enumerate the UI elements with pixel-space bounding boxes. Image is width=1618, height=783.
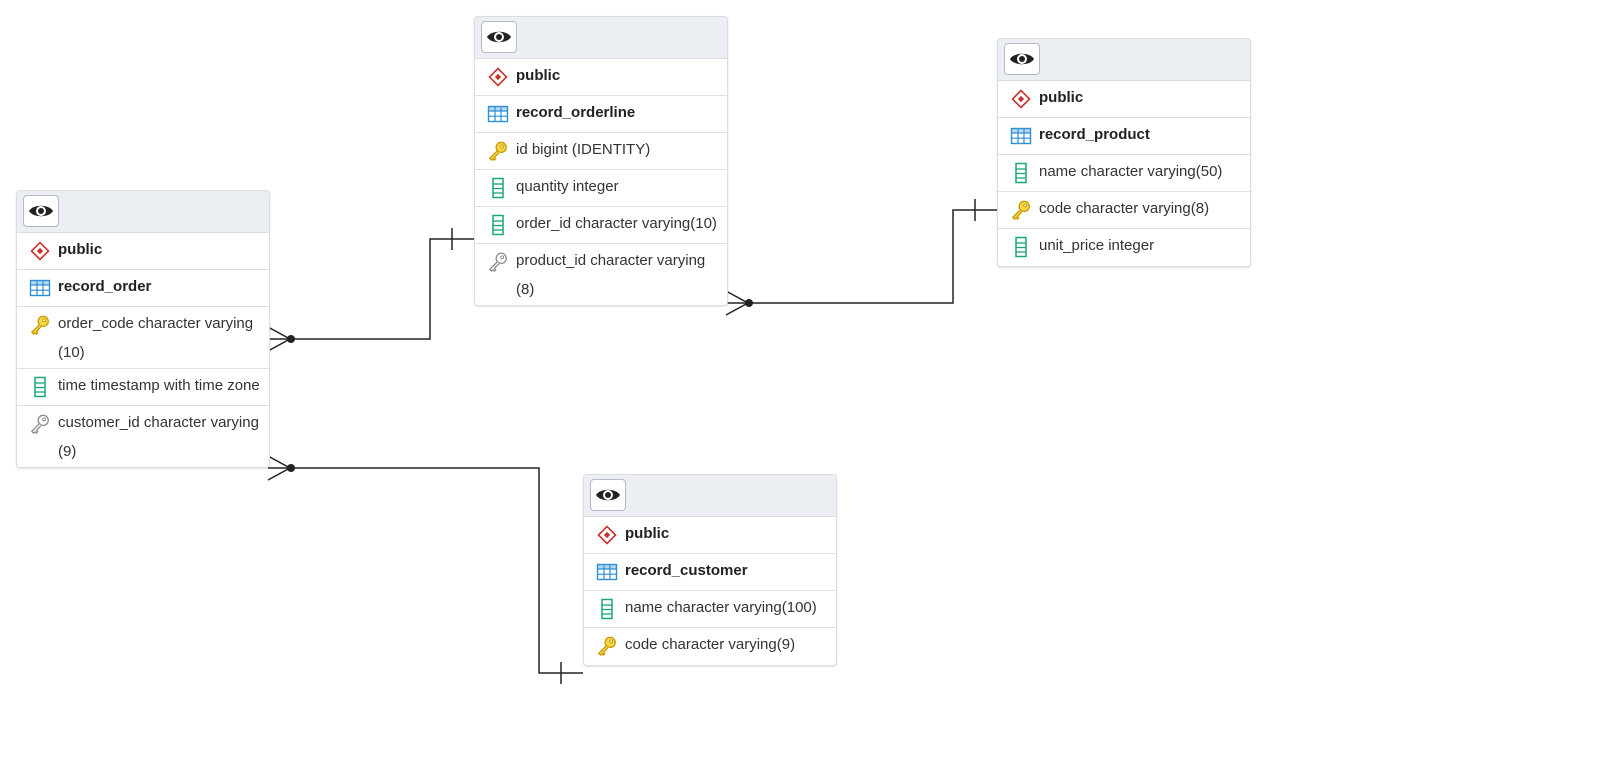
schema-row: public bbox=[998, 81, 1250, 118]
schema-row: public bbox=[475, 59, 727, 96]
primary-key-icon bbox=[596, 635, 618, 657]
column-label: order_code character varying(10) bbox=[58, 315, 254, 361]
table-name: record_customer bbox=[625, 562, 748, 579]
column-label: code character varying(9) bbox=[625, 636, 796, 653]
table-name-row: record_orderline bbox=[475, 96, 727, 133]
table-name: record_orderline bbox=[516, 104, 636, 121]
table-icon bbox=[596, 561, 618, 583]
column-icon bbox=[596, 598, 618, 620]
column-row[interactable]: name character varying(50) bbox=[998, 155, 1250, 192]
schema-icon bbox=[487, 66, 509, 88]
column-icon bbox=[487, 177, 509, 199]
column-label: unit_price integer bbox=[1039, 237, 1155, 254]
column-row[interactable]: id bigint (IDENTITY) bbox=[475, 133, 727, 170]
foreign-key-icon bbox=[487, 251, 509, 273]
column-label: code character varying(8) bbox=[1039, 200, 1210, 217]
schema-icon bbox=[29, 240, 51, 262]
table-node-record_orderline[interactable]: public record_orderline id bigint (IDENT… bbox=[474, 16, 728, 306]
foreign-key-icon bbox=[29, 413, 51, 435]
table-name-row: record_customer bbox=[584, 554, 836, 591]
relationship-line bbox=[268, 238, 474, 340]
table-node-record_product[interactable]: public record_product name character var… bbox=[997, 38, 1251, 267]
schema-name: public bbox=[1039, 89, 1084, 106]
table-name: record_product bbox=[1039, 126, 1150, 143]
eye-icon bbox=[595, 486, 621, 504]
table-name-row: record_order bbox=[17, 270, 269, 307]
table-header bbox=[17, 191, 269, 233]
relationship-line bbox=[268, 467, 583, 674]
column-row[interactable]: customer_id character varying(9) bbox=[17, 406, 269, 467]
column-row[interactable]: time timestamp with time zone bbox=[17, 369, 269, 406]
schema-row: public bbox=[17, 233, 269, 270]
schema-icon bbox=[1010, 88, 1032, 110]
column-icon bbox=[1010, 162, 1032, 184]
optional-marker bbox=[287, 464, 295, 472]
table-node-record_customer[interactable]: public record_customer name character va… bbox=[583, 474, 837, 666]
column-label: time timestamp with time zone bbox=[58, 377, 260, 394]
schema-name: public bbox=[625, 525, 670, 542]
eye-icon bbox=[28, 202, 54, 220]
column-row[interactable]: code character varying(9) bbox=[584, 628, 836, 665]
table-icon bbox=[29, 277, 51, 299]
column-label: name character varying(50) bbox=[1039, 163, 1223, 180]
schema-name: public bbox=[516, 67, 561, 84]
primary-key-icon bbox=[29, 314, 51, 336]
eye-icon bbox=[1009, 50, 1035, 68]
table-name-row: record_product bbox=[998, 118, 1250, 155]
relationship-line bbox=[726, 209, 997, 304]
column-row[interactable]: order_code character varying(10) bbox=[17, 307, 269, 369]
column-label: order_id character varying(10) bbox=[516, 215, 717, 232]
column-label: name character varying(100) bbox=[625, 599, 817, 616]
toggle-details-button[interactable] bbox=[590, 479, 626, 511]
eye-icon bbox=[486, 28, 512, 46]
column-label: product_id character varying(8) bbox=[516, 252, 706, 298]
column-row[interactable]: code character varying(8) bbox=[998, 192, 1250, 229]
optional-marker bbox=[287, 335, 295, 343]
schema-name: public bbox=[58, 241, 103, 258]
column-row[interactable]: quantity integer bbox=[475, 170, 727, 207]
primary-key-icon bbox=[1010, 199, 1032, 221]
table-name: record_order bbox=[58, 278, 152, 295]
column-row[interactable]: order_id character varying(10) bbox=[475, 207, 727, 244]
table-header bbox=[584, 475, 836, 517]
schema-row: public bbox=[584, 517, 836, 554]
toggle-details-button[interactable] bbox=[1004, 43, 1040, 75]
table-header bbox=[475, 17, 727, 59]
column-icon bbox=[1010, 236, 1032, 258]
optional-marker bbox=[745, 299, 753, 307]
column-label: quantity integer bbox=[516, 178, 619, 195]
toggle-details-button[interactable] bbox=[23, 195, 59, 227]
column-row[interactable]: product_id character varying(8) bbox=[475, 244, 727, 305]
primary-key-icon bbox=[487, 140, 509, 162]
column-icon bbox=[487, 214, 509, 236]
column-row[interactable]: name character varying(100) bbox=[584, 591, 836, 628]
table-icon bbox=[1010, 125, 1032, 147]
schema-icon bbox=[596, 524, 618, 546]
column-label: id bigint (IDENTITY) bbox=[516, 141, 651, 158]
column-row[interactable]: unit_price integer bbox=[998, 229, 1250, 266]
toggle-details-button[interactable] bbox=[481, 21, 517, 53]
column-label: customer_id character varying(9) bbox=[58, 414, 259, 460]
table-node-record_order[interactable]: public record_order order_code character… bbox=[16, 190, 270, 468]
column-icon bbox=[29, 376, 51, 398]
table-icon bbox=[487, 103, 509, 125]
table-header bbox=[998, 39, 1250, 81]
